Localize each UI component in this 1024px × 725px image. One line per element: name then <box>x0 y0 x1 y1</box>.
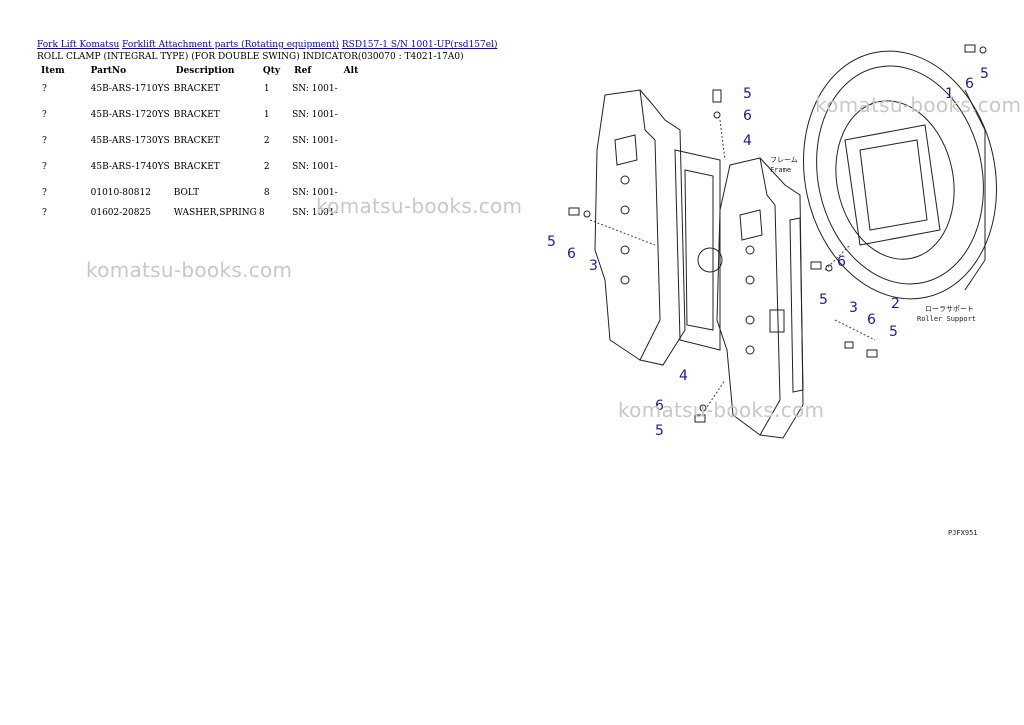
bracket-left <box>594 89 686 366</box>
label-frame-en: Frame <box>770 166 791 174</box>
header-item: Item <box>41 66 65 76</box>
callout-6: 6 <box>655 398 664 414</box>
cell-ref: SN: 1001- <box>292 136 338 146</box>
cell-description: WASHER,SPRING <box>173 208 257 218</box>
table-header-row: Item PartNo Description Qty Ref Alt <box>37 66 362 84</box>
callout-5: 5 <box>889 324 898 340</box>
header-partno: PartNo <box>90 66 127 76</box>
callout-5: 5 <box>743 86 752 102</box>
table-row: ? 01602-20825 WASHER,SPRING 8 SN: 1001- <box>37 208 362 228</box>
bracket-right <box>716 157 804 439</box>
page-subtitle: ROLL CLAMP (INTEGRAL TYPE) (FOR DOUBLE S… <box>37 52 464 62</box>
cell-partno: 01010-80812 <box>90 188 151 198</box>
callout-3: 3 <box>589 258 598 274</box>
cell-description: BRACKET <box>173 84 220 94</box>
watermark: komatsu-books.com <box>316 194 523 218</box>
callout-5: 5 <box>547 234 556 250</box>
cell-description: BRACKET <box>173 162 220 172</box>
breadcrumb-link-rsd157[interactable]: RSD157-1 S/N 1001-UP(rsd157el) <box>341 40 498 50</box>
cell-alt <box>340 162 363 188</box>
cell-qty: 2 <box>263 136 270 146</box>
callout-6: 6 <box>743 108 752 124</box>
cell-item: ? <box>42 208 47 218</box>
callout-5: 5 <box>819 292 828 308</box>
label-frame-jp: フレーム <box>770 156 798 164</box>
cell-ref: SN: 1001- <box>292 162 338 172</box>
cell-item: ? <box>42 188 47 198</box>
breadcrumb-link-forklift-attachment-parts[interactable]: Forklift Attachment parts (Rotating equi… <box>122 40 340 50</box>
cell-item: ? <box>42 84 47 94</box>
watermark: komatsu-books.com <box>815 93 1022 117</box>
callout-2: 2 <box>891 296 900 312</box>
cell-alt <box>340 110 363 136</box>
cell-qty: 1 <box>263 110 270 120</box>
cell-partno: 45B-ARS-1720YS <box>90 110 170 120</box>
callout-6: 6 <box>837 254 846 270</box>
header-ref: Ref <box>294 66 312 76</box>
watermark: komatsu-books.com <box>618 398 825 422</box>
callout-6: 6 <box>965 76 974 92</box>
parts-diagram: 1 6 5 5 6 4 5 6 3 6 5 2 3 6 5 4 6 5 フレーム… <box>547 44 997 537</box>
callout-1: 1 <box>945 86 954 102</box>
cell-item: ? <box>42 162 47 172</box>
cell-alt <box>340 84 363 110</box>
cell-description: BRACKET <box>173 110 220 120</box>
breadcrumb-link-fork-lift-komatsu[interactable]: Fork Lift Komatsu <box>37 40 120 50</box>
cell-item: ? <box>42 110 47 120</box>
cell-qty: 2 <box>263 162 270 172</box>
callout-4: 4 <box>679 368 688 384</box>
table-row: ? 45B-ARS-1730YS BRACKET 2 SN: 1001- <box>37 136 362 162</box>
callout-3: 3 <box>849 300 858 316</box>
header-alt: Alt <box>343 66 359 76</box>
cell-partno: 45B-ARS-1730YS <box>90 136 170 146</box>
cell-ref: SN: 1001- <box>292 84 338 94</box>
cell-ref: SN: 1001- <box>292 188 338 198</box>
breadcrumb: Fork Lift Komatsu Forklift Attachment pa… <box>37 40 497 50</box>
cell-qty: 8 <box>258 208 265 218</box>
callout-4: 4 <box>743 133 752 149</box>
callout-5: 5 <box>980 66 989 82</box>
callout-6: 6 <box>567 246 576 262</box>
cell-description: BOLT <box>173 188 200 198</box>
diagram-code: PJFX951 <box>948 529 978 537</box>
cell-qty: 8 <box>263 188 270 198</box>
cell-partno: 45B-ARS-1710YS <box>90 84 170 94</box>
cell-ref: SN: 1001- <box>292 208 338 218</box>
cell-ref: SN: 1001- <box>292 110 338 120</box>
parts-table: Item PartNo Description Qty Ref Alt ? 45… <box>37 66 362 228</box>
watermark: komatsu-books.com <box>86 258 293 282</box>
label-roller-jp: ローラサポート <box>925 305 974 313</box>
cell-alt <box>340 136 363 162</box>
table-row: ? 45B-ARS-1720YS BRACKET 1 SN: 1001- <box>37 110 362 136</box>
callout-5: 5 <box>655 423 664 439</box>
callout-6: 6 <box>867 312 876 328</box>
cell-description: BRACKET <box>173 136 220 146</box>
fasteners <box>568 44 987 423</box>
roller-support-plate <box>803 50 997 300</box>
cell-qty: 1 <box>263 84 270 94</box>
cell-item: ? <box>42 136 47 146</box>
indicator-rod <box>789 217 804 393</box>
header-qty: Qty <box>262 66 281 76</box>
frame-plate <box>674 149 723 351</box>
table-row: ? 01010-80812 BOLT 8 SN: 1001- <box>37 188 362 208</box>
table-row: ? 45B-ARS-1740YS BRACKET 2 SN: 1001- <box>37 162 362 188</box>
table-row: ? 45B-ARS-1710YS BRACKET 1 SN: 1001- <box>37 84 362 110</box>
cell-partno: 45B-ARS-1740YS <box>90 162 170 172</box>
label-roller-en: Roller Support <box>917 315 976 323</box>
cell-partno: 01602-20825 <box>90 208 151 218</box>
header-description: Description <box>175 66 235 76</box>
